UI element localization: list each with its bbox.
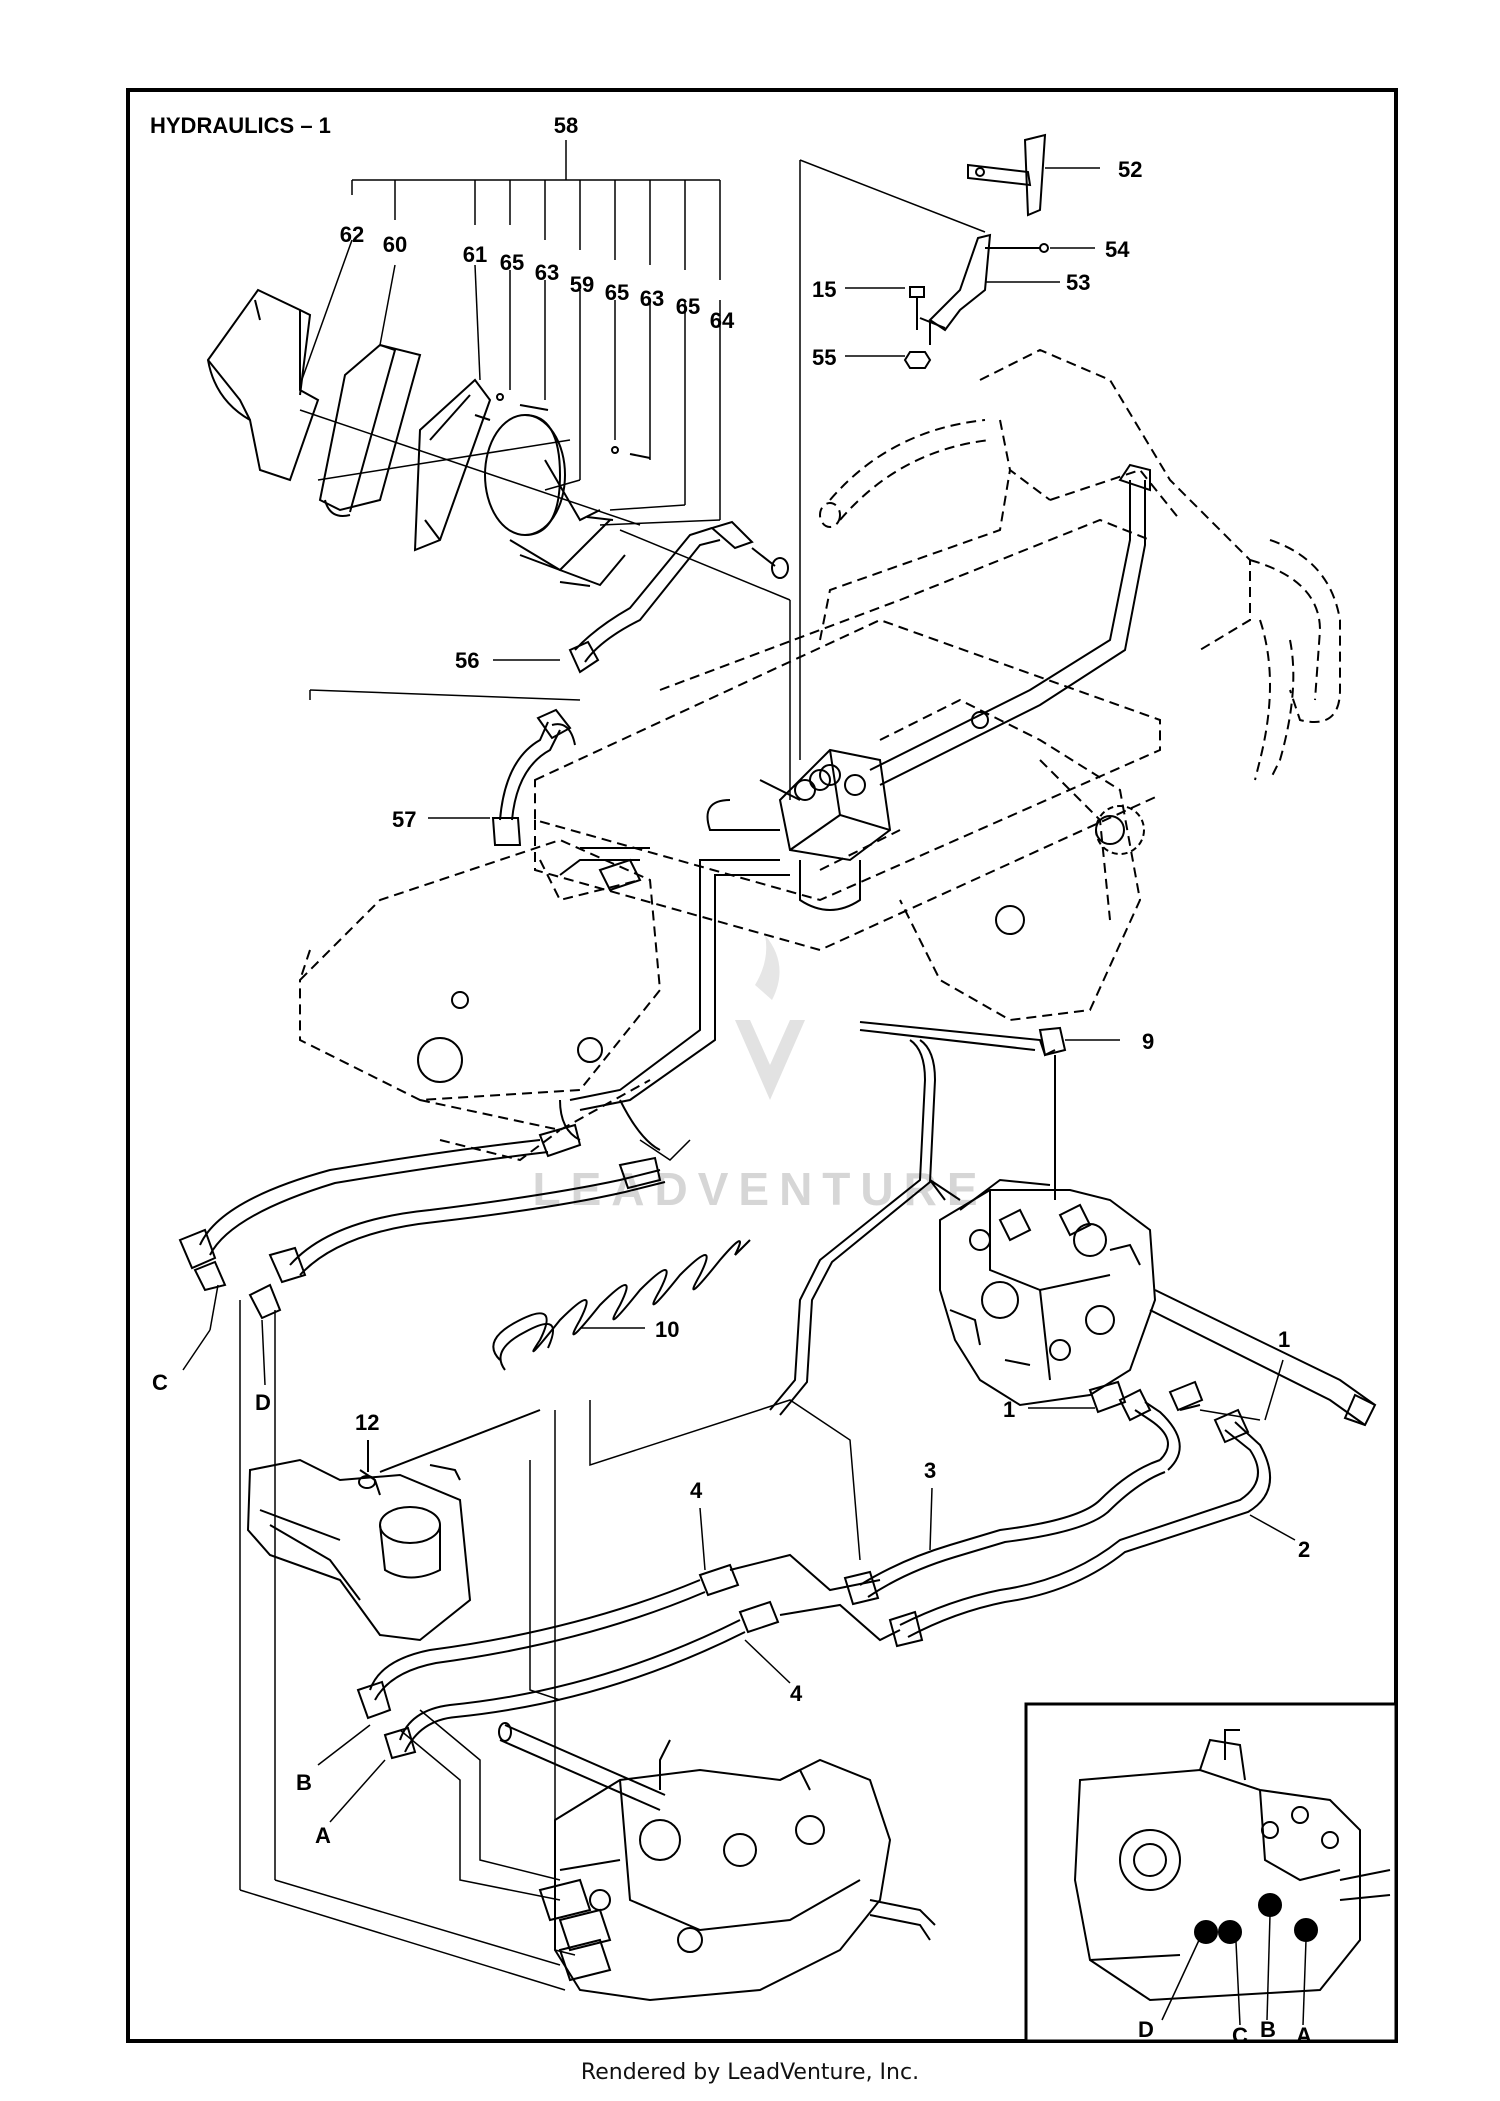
diagram-frame	[126, 88, 1398, 2043]
watermark: LEADVENTURE	[532, 935, 987, 1215]
inset-pump	[1073, 1729, 1391, 2002]
clamp-12	[358, 1409, 541, 1489]
callout-4-upper: 4	[690, 1478, 703, 1503]
bracket-53	[919, 233, 992, 345]
callout-65a: 65	[500, 250, 524, 275]
callout-9: 9	[1142, 1029, 1154, 1054]
transaxle-lower	[538, 1739, 892, 2002]
callout-15: 15	[812, 277, 836, 302]
callout-leaders	[182, 167, 1307, 2026]
fitting-1-upper	[1088, 1380, 1204, 1414]
spring-10	[492, 1239, 751, 1371]
hose-57	[491, 708, 576, 846]
callout-53: 53	[1066, 270, 1090, 295]
hose-4	[356, 1553, 901, 1760]
callout-4-lower: 4	[790, 1681, 803, 1706]
svg-text:LEADVENTURE: LEADVENTURE	[532, 1163, 987, 1215]
callout-62: 62	[340, 222, 364, 247]
handlebar-right	[1249, 539, 1341, 781]
nut-55	[903, 351, 932, 369]
callout-60: 60	[383, 232, 407, 257]
callout-65b: 65	[605, 280, 629, 305]
tube-2	[888, 1404, 1272, 1648]
callout-55: 55	[812, 345, 836, 370]
pump-shaft	[929, 1179, 1377, 1427]
callout-57: 57	[392, 807, 416, 832]
oil-tank	[246, 1458, 472, 1642]
callout-54: 54	[1105, 237, 1130, 262]
inset-callout-B: B	[1260, 2017, 1276, 2042]
callout-52: 52	[1118, 157, 1142, 182]
callout-A: A	[315, 1823, 331, 1848]
callout-1-upper: 1	[1278, 1327, 1290, 1352]
callout-58: 58	[554, 113, 578, 138]
callout-B: B	[296, 1770, 312, 1795]
callout-10: 10	[655, 1317, 679, 1342]
leader-58	[299, 140, 721, 526]
cooler-fan	[484, 414, 626, 587]
callout-56: 56	[455, 648, 479, 673]
callout-1-lower: 1	[1003, 1397, 1015, 1422]
transaxle-shafts	[498, 1722, 936, 1941]
handlebar-left	[819, 419, 991, 528]
cooler-shroud	[206, 288, 320, 482]
diagram-title: HYDRAULICS – 1	[150, 113, 331, 138]
hose-56	[568, 520, 789, 674]
hydraulic-valve	[559, 463, 1151, 1111]
tube-3	[843, 1388, 1181, 1606]
rod-9	[769, 1021, 1067, 1416]
callout-12: 12	[355, 1410, 379, 1435]
footer-credit: Rendered by LeadVenture, Inc.	[580, 2060, 920, 2085]
callout-C: C	[152, 1370, 168, 1395]
callout-D: D	[255, 1390, 271, 1415]
callout-65c: 65	[676, 294, 700, 319]
chassis-frame	[299, 348, 1251, 1162]
callout-labels: 58 62 60 61 65 63 59 65 63 65 64 52 54 5…	[152, 113, 1312, 2048]
cooler-bracket	[318, 343, 422, 517]
cooler-core	[413, 378, 492, 552]
callout-59: 59	[570, 272, 594, 297]
callout-64: 64	[710, 308, 735, 333]
leader-cooler-valve	[309, 159, 986, 800]
screw-54	[985, 243, 1049, 253]
inset-callout-D: D	[1138, 2017, 1154, 2042]
pump-upper	[939, 1178, 1157, 1407]
callout-3: 3	[924, 1458, 936, 1483]
bracket-52	[967, 133, 1047, 217]
callout-61: 61	[463, 242, 487, 267]
cooler-screws	[474, 393, 651, 587]
inset-callout-A: A	[1296, 2023, 1312, 2048]
inset-callout-C: C	[1232, 2023, 1248, 2048]
callout-63b: 63	[640, 286, 664, 311]
callout-2: 2	[1298, 1537, 1310, 1562]
callout-63a: 63	[535, 260, 559, 285]
chassis-holes	[417, 711, 1145, 1083]
inset-frame	[1024, 1702, 1398, 2043]
hose-C-D	[178, 1099, 666, 1320]
bolt-15	[909, 286, 925, 330]
